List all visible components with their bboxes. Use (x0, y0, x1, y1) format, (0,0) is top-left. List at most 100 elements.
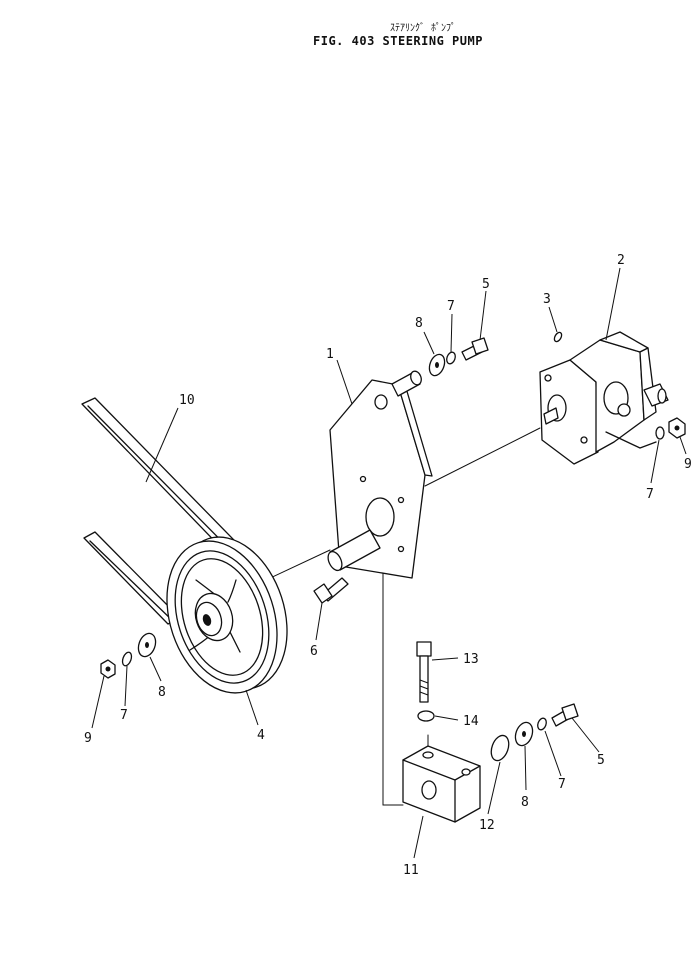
callout-3: 3 (543, 292, 551, 307)
washer-8-top-hole (435, 362, 439, 368)
callout-9-left: 9 (84, 731, 92, 746)
pump-port (617, 403, 631, 417)
leader-1 (336, 359, 353, 405)
bolt-5-lower-head (561, 703, 579, 721)
leader-7-top (450, 313, 453, 353)
leader-14 (434, 715, 459, 721)
callout-7-lower: 7 (558, 777, 566, 792)
bolt-13-thread-2 (419, 685, 429, 690)
figure-title: FIG. 403 STEERING PUMP (313, 34, 483, 48)
pump-flange-bolt-hole-1 (544, 374, 552, 382)
leader-7-right (650, 439, 660, 484)
leader-5-lower (571, 717, 600, 753)
leader-2 (605, 267, 621, 341)
callout-12: 12 (479, 818, 495, 833)
pulley-spoke-4 (229, 631, 241, 653)
callout-13: 13 (463, 652, 479, 667)
callout-5-top: 5 (482, 277, 490, 292)
bracket-pump-hole (365, 497, 395, 537)
leader-8-top (423, 331, 435, 355)
block-body (402, 745, 481, 823)
callout-8-top: 8 (415, 316, 423, 331)
bracket (327, 370, 433, 579)
bolt-13-shank (419, 655, 429, 703)
washer-8-left-hole (145, 642, 149, 648)
japanese-title: ｽﾃｱﾘﾝｸﾞ ﾎﾟﾝﾌﾟ (390, 22, 456, 34)
bracket-hole-2 (397, 496, 405, 504)
leader-8-left (149, 656, 162, 682)
callout-8-left: 8 (158, 685, 166, 700)
callout-7-right: 7 (646, 487, 654, 502)
callout-11: 11 (403, 863, 419, 878)
leader-6 (315, 602, 323, 641)
belt-lower-edge (89, 540, 175, 623)
leader-3 (548, 306, 558, 333)
leader-8-lower (524, 745, 527, 791)
pulley-groove (174, 550, 270, 684)
lock-washer-7-right (655, 426, 665, 440)
belt-lower-strand (83, 531, 181, 625)
snap-ring-part (417, 710, 435, 722)
o-ring (490, 734, 510, 762)
block-hole-top-2 (461, 768, 471, 776)
pump-lower-edge (605, 431, 657, 449)
bolt-13 (416, 641, 432, 703)
leader-9-right (679, 436, 687, 455)
pulley (166, 536, 288, 694)
lock-washer-7-lower (537, 717, 547, 731)
block-hole-top (422, 751, 434, 759)
key-part (553, 331, 563, 343)
pulley-bore (202, 614, 212, 626)
bracket-hole-1 (359, 475, 367, 483)
bolt-6-head (313, 583, 333, 604)
bolt-13-thread-3 (419, 691, 429, 696)
leader-7-left (124, 665, 128, 707)
block-edge-top (402, 759, 456, 781)
pulley-spoke-2 (227, 579, 237, 603)
callout-2: 2 (617, 253, 625, 268)
callout-5-lower: 5 (597, 753, 605, 768)
top-fastener-set (428, 337, 489, 377)
bracket-hole-3 (397, 545, 405, 553)
pulley-web (180, 558, 264, 676)
callout-7-left: 7 (120, 708, 128, 723)
callout-10: 10 (179, 393, 195, 408)
snap-ring (417, 710, 435, 722)
callout-9-right: 9 (684, 457, 692, 472)
callout-1: 1 (326, 347, 334, 362)
pump-nut-set (655, 417, 686, 440)
bolt-13-head (416, 641, 432, 657)
leader-11 (413, 815, 424, 859)
leader-10 (145, 407, 179, 483)
callout-6: 6 (310, 644, 318, 659)
lock-washer-7-top (446, 351, 456, 365)
lower-fastener-set (490, 703, 579, 762)
leader-lines (91, 267, 687, 859)
pump-shaft (543, 407, 559, 425)
callout-labels: 1 2 3 4 5 5 6 7 7 7 7 8 8 8 9 9 10 11 12… (84, 253, 692, 878)
washer-8-lower-hole (522, 731, 526, 737)
block (402, 745, 481, 823)
pump-fitting-end (657, 388, 667, 404)
callout-8-lower: 8 (521, 795, 529, 810)
leader-13 (431, 657, 459, 661)
callout-7-top: 7 (447, 299, 455, 314)
block-hole-front (421, 780, 437, 800)
steering-pump (539, 331, 669, 465)
bracket-stud-end (410, 370, 422, 386)
callout-4: 4 (257, 728, 265, 743)
leader-9-left (91, 675, 105, 729)
leader-5-top (479, 290, 487, 341)
pump-flange-bolt-hole-2 (580, 436, 588, 444)
spacer-tube-end (327, 550, 343, 572)
leader-7-lower (544, 730, 562, 777)
figure-header: ｽﾃｱﾘﾝｸﾞ ﾎﾟﾝﾌﾟ FIG. 403 STEERING PUMP (313, 22, 483, 48)
bracket-mount-hole-top (374, 394, 388, 410)
nut-9-left-hole (105, 666, 111, 672)
bolt-13-thread-1 (419, 679, 429, 684)
lock-washer-7-left (121, 651, 133, 667)
pulley-fastener-set (100, 632, 157, 679)
leader-4 (245, 689, 259, 726)
nut-9-right-hole (674, 425, 680, 431)
